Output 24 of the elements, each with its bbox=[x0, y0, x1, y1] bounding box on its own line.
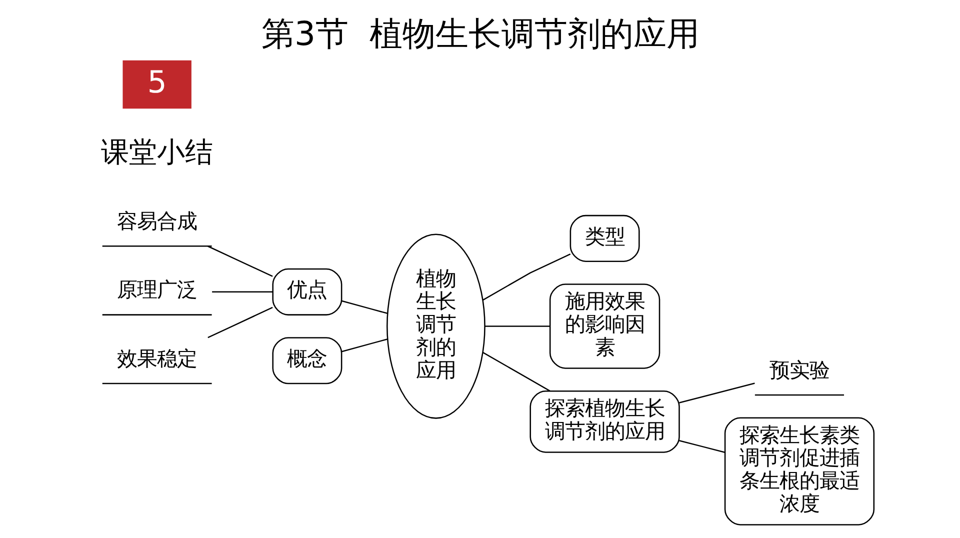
connector bbox=[207, 306, 272, 338]
connector bbox=[482, 253, 570, 301]
node-box: 探索生长素类调节剂促进插条生根的最适浓度 bbox=[724, 417, 874, 526]
node-box: 施用效果的影响因素 bbox=[548, 284, 660, 369]
connector bbox=[207, 246, 272, 277]
node-text: 容易合成 bbox=[116, 209, 197, 234]
connector bbox=[340, 300, 388, 314]
diagram-title: 第3节 植物生长调节剂的应用 bbox=[260, 14, 700, 53]
connector bbox=[484, 326, 550, 327]
node-ellipse: 植物生长调节剂的应用 bbox=[386, 234, 485, 419]
node-text: 效果稳定 bbox=[116, 346, 197, 370]
node-box: 优点 bbox=[272, 268, 342, 316]
connector bbox=[482, 352, 550, 392]
node-text: 原理广泛 bbox=[116, 278, 197, 302]
node-text: 预实验 bbox=[768, 358, 829, 382]
node-box: 类型 bbox=[569, 214, 640, 262]
connector bbox=[678, 440, 725, 453]
node-box: 概念 bbox=[272, 337, 342, 384]
connector bbox=[678, 382, 754, 404]
connector bbox=[212, 291, 272, 293]
node-box: 探索植物生长调节剂的应用 bbox=[529, 390, 680, 453]
label: 课堂小结 bbox=[100, 136, 213, 169]
connector bbox=[340, 338, 388, 352]
label: 5 bbox=[146, 65, 166, 100]
